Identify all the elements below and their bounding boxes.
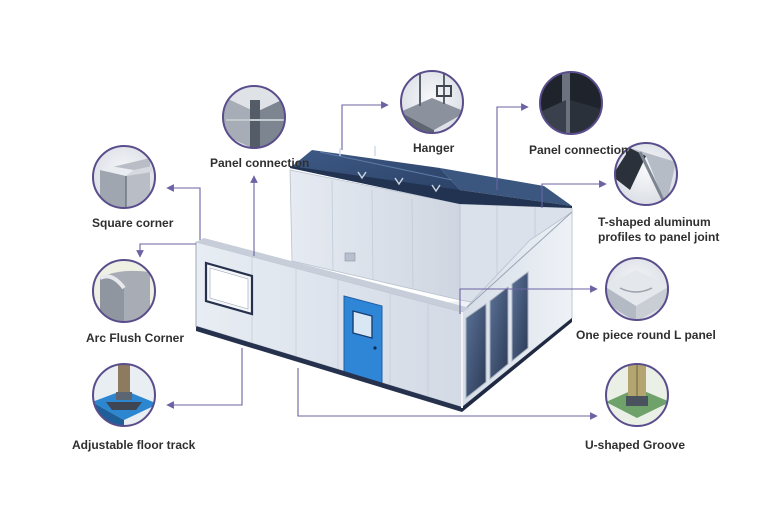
panel-connection-icon (222, 85, 286, 149)
floor-track-front (196, 326, 462, 412)
label-arc-flush-corner: Arc Flush Corner (86, 331, 185, 345)
label-panel-connection-left: Panel connection (210, 156, 310, 170)
front-window-glass (209, 267, 249, 310)
label-one-piece-round-l: One piece round L panel (576, 328, 716, 342)
leader-square-corner (166, 184, 201, 240)
label-t-shaped-profiles: T-shaped aluminum profiles to panel join… (598, 215, 720, 245)
leader-u-groove (297, 368, 598, 420)
label-square-corner: Square corner (92, 216, 174, 230)
leader-panel-connection-right (496, 103, 529, 190)
door-handle (373, 346, 377, 350)
leader-hanger (341, 101, 389, 150)
leader-arc-flush (136, 243, 196, 258)
door-window (352, 310, 373, 339)
ceiling-hangers (339, 146, 441, 193)
round-l-panel-icon (605, 257, 669, 321)
label-t-shaped-line-1: T-shaped aluminum (598, 215, 711, 229)
label-hanger: Hanger (413, 141, 455, 155)
floor-track-icon (92, 363, 156, 427)
panel-connection-icon (539, 71, 603, 135)
leader-floor-track (166, 348, 243, 409)
cleanroom-building (195, 146, 573, 412)
arc-flush-corner-icon (92, 259, 156, 323)
u-groove-icon (605, 363, 669, 427)
label-panel-connection-right: Panel connection (529, 143, 629, 157)
glass-panel-3 (511, 271, 529, 363)
label-u-shaped-groove: U-shaped Groove (585, 438, 686, 452)
t-profile-icon (614, 142, 678, 206)
glass-panel-1 (465, 303, 487, 400)
wall-vent (344, 252, 356, 262)
leader-t-shaped (541, 180, 607, 208)
hanger-icon (400, 70, 464, 134)
label-adjustable-floor-track: Adjustable floor track (72, 438, 196, 452)
floor-track-right (462, 318, 572, 412)
label-t-shaped-line-2: profiles to panel joint (598, 230, 720, 244)
glass-panel-2 (489, 285, 509, 381)
ceiling-top-right (440, 168, 572, 206)
leader-lines (136, 101, 607, 420)
door (343, 295, 383, 385)
square-corner-icon (92, 145, 156, 209)
leader-round-l (459, 285, 598, 314)
